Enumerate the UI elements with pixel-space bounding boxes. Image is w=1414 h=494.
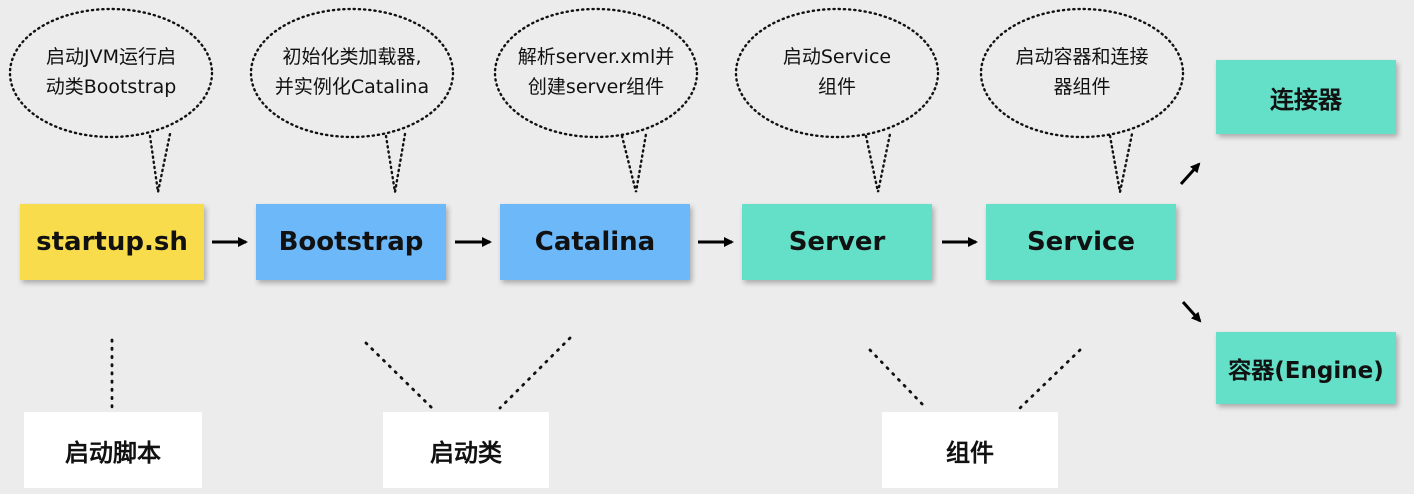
label-component: 组件 bbox=[882, 412, 1058, 488]
node-service: Service bbox=[986, 204, 1176, 280]
node-startup: startup.sh bbox=[20, 204, 204, 280]
bubble-1-text: 启动JVM运行启 动类Bootstrap bbox=[18, 42, 204, 102]
bubble-4-line2: 组件 bbox=[817, 76, 856, 98]
bubble-3-line2: 创建server组件 bbox=[527, 76, 665, 98]
bubble-5-line1: 启动容器和连接 bbox=[1015, 46, 1149, 68]
node-bootstrap-label: Bootstrap bbox=[278, 227, 424, 257]
node-catalina-label: Catalina bbox=[534, 227, 656, 257]
bubble-2-line1: 初始化类加载器, bbox=[282, 46, 422, 68]
dots-component-right bbox=[1018, 348, 1082, 410]
bubble-3 bbox=[493, 7, 699, 193]
bubble-3-text: 解析server.xml并 创建server组件 bbox=[498, 42, 694, 102]
node-server-label: Server bbox=[788, 227, 886, 257]
node-server: Server bbox=[742, 204, 932, 280]
bubble-2-line2: 并实例化Catalina bbox=[274, 76, 430, 98]
dots-class-left bbox=[364, 341, 434, 410]
node-bootstrap: Bootstrap bbox=[256, 204, 446, 280]
node-service-label: Service bbox=[1026, 227, 1136, 257]
bubble-5-line2: 器组件 bbox=[1053, 76, 1111, 98]
bubble-1-line1: 启动JVM运行启 bbox=[46, 46, 176, 68]
bubble-5-text: 启动容器和连接 器组件 bbox=[989, 42, 1175, 102]
arrow-service-engine bbox=[1181, 300, 1202, 323]
bubble-5 bbox=[979, 7, 1185, 193]
bubble-4-line1: 启动Service bbox=[782, 46, 892, 68]
dots-class-right bbox=[498, 336, 572, 410]
label-component-text: 组件 bbox=[946, 438, 994, 467]
bubble-3-line1: 解析server.xml并 bbox=[517, 46, 675, 68]
node-engine-label: 容器(Engine) bbox=[1228, 358, 1384, 384]
arrow-service-connector bbox=[1179, 162, 1201, 186]
label-startup-class-text: 启动类 bbox=[430, 438, 502, 467]
node-catalina: Catalina bbox=[500, 204, 690, 280]
node-connector: 连接器 bbox=[1216, 60, 1396, 134]
bubble-1-line2: 动类Bootstrap bbox=[45, 76, 177, 98]
node-connector-label: 连接器 bbox=[1270, 85, 1342, 114]
bubble-2 bbox=[249, 7, 455, 193]
dots-component-left bbox=[868, 348, 928, 410]
label-startup-class: 启动类 bbox=[383, 412, 549, 488]
bubble-4 bbox=[734, 7, 940, 193]
bubble-1 bbox=[8, 7, 214, 193]
label-script: 启动脚本 bbox=[24, 412, 202, 488]
label-script-text: 启动脚本 bbox=[65, 438, 161, 467]
bubble-2-text: 初始化类加载器, 并实例化Catalina bbox=[255, 42, 449, 102]
node-engine: 容器(Engine) bbox=[1216, 332, 1396, 404]
node-startup-label: startup.sh bbox=[36, 227, 188, 257]
bubble-4-text: 启动Service 组件 bbox=[744, 42, 930, 102]
